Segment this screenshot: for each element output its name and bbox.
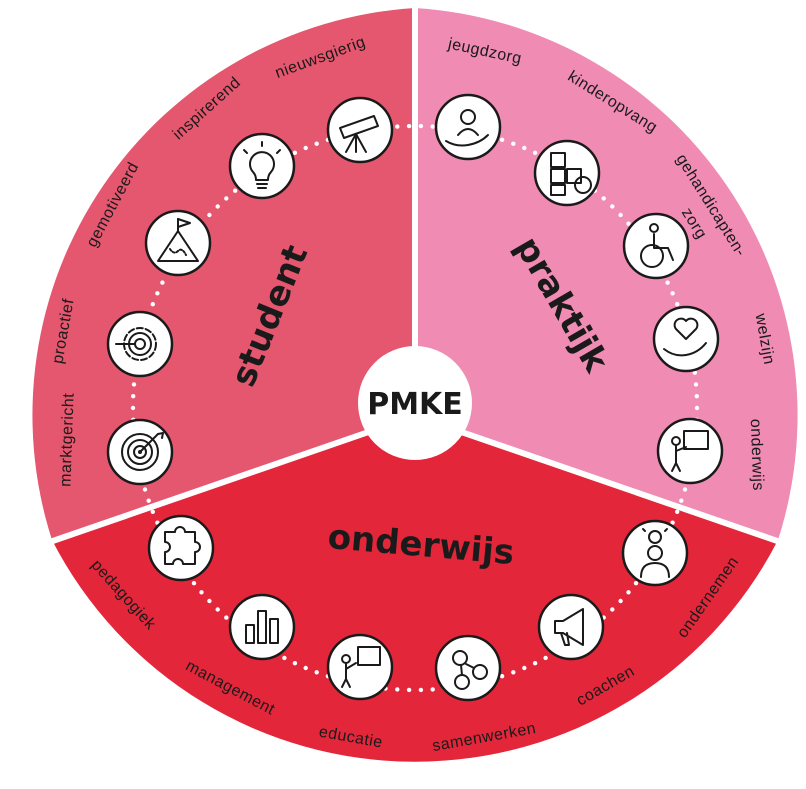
ring-dot [522,145,527,151]
ring-dot [199,590,204,595]
ring-dot [224,196,229,201]
ring-dot [150,509,155,514]
ring-dot [150,302,155,307]
ring-dot [292,661,298,666]
ring-dot [543,655,548,661]
ring-dot [224,615,229,620]
presenter-icon [326,633,394,701]
ring-dot [610,607,615,612]
ring-dot [395,124,400,129]
center-circle [358,346,472,460]
center-label: PMKE [367,387,463,422]
ring-dot [303,145,308,151]
puzzle-icon [147,514,215,582]
gear-icon [106,310,174,378]
ring-dot [406,687,412,693]
ring-dot [282,655,287,661]
ring-dot [314,670,319,675]
lightbulb-icon [228,132,296,200]
ring-dot [610,204,615,209]
ring-dot [292,150,298,155]
ring-dot [532,661,538,666]
student-segment [32,8,416,540]
ring-dot [233,188,238,193]
divider-right [414,413,787,547]
abc-blocks-icon [533,139,601,207]
network-icon [434,634,502,702]
ring-dot [142,487,148,492]
bar-chart-icon [228,593,296,661]
ring-dot [665,280,670,285]
ring-dot [675,302,680,307]
ring-dot [155,291,160,296]
ring-dot [430,124,435,129]
ring-dot [499,137,505,142]
ring-dot [146,498,151,503]
ring-dot [131,382,137,387]
praktijk-segment [415,8,798,540]
ring-dot [418,123,424,129]
target-icon [106,418,174,486]
ring-dot [618,598,623,604]
ring-dot [675,509,680,514]
divider-left [43,413,416,547]
keyword-onderwijs: onderwijs [747,419,767,492]
ring-dot [130,405,136,411]
onderwijs-segment [52,416,778,762]
ring-dot [314,141,319,146]
idea-person-icon [621,519,689,587]
ring-dot [679,498,684,503]
ring-dot [626,221,631,226]
ring-dot [215,204,220,209]
ring-dot [131,394,136,399]
ring-dot [670,291,675,296]
ring-dot [694,394,699,399]
child-in-hand-icon [434,93,502,161]
ring-dot [215,607,220,612]
ring-dot [191,581,197,586]
ring-dot [601,196,606,201]
teacher-board-icon [656,417,724,485]
summit-flag-icon [144,209,212,277]
ring-dot [207,212,212,218]
ring-dot [499,674,505,679]
keyword-marktgericht: marktgericht [57,393,77,488]
megaphone-icon [537,593,605,661]
ring-dot [395,687,400,692]
ring-dot [160,280,165,285]
ring-dot [207,598,212,604]
ring-dot [511,141,516,146]
ring-dot [406,123,412,129]
ring-dot [626,590,631,595]
telescope-icon [326,96,394,164]
ring-dot [633,581,639,586]
heart-in-hand-icon [652,305,720,373]
ring-dot [618,212,623,218]
ring-dot [682,487,688,492]
ring-dot [692,370,697,375]
ring-dot [303,665,308,671]
ring-dot [522,665,527,671]
ring-dot [693,382,699,387]
ring-dot [532,150,538,155]
wheelchair-icon [622,212,690,280]
ring-dot [670,520,675,525]
ring-dot [511,670,516,675]
ring-dot [430,687,435,692]
ring-dot [418,687,424,693]
ring-dot [694,405,700,411]
